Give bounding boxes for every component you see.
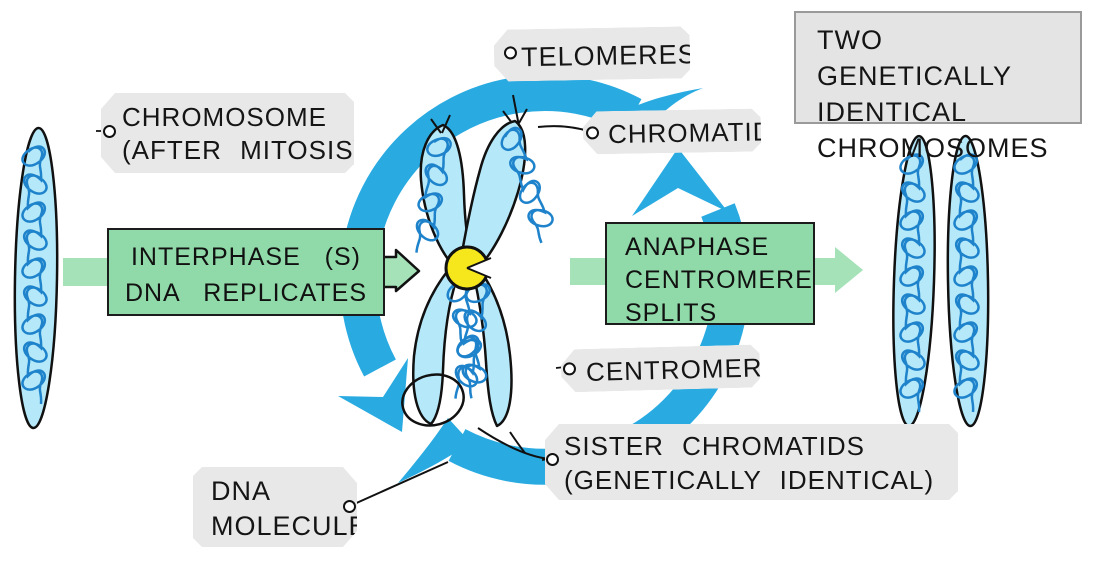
tag-hole-icon	[504, 46, 517, 59]
label-line: CHROMOSOMES	[817, 133, 1049, 163]
process-box-anaphase: ANAPHASE CENTROMERE SPLITS	[605, 222, 815, 327]
label-two-identical-chromosomes: TWO GENETICALLY IDENTICAL CHROMOSOMES	[794, 11, 1082, 163]
telomere-marks	[430, 94, 528, 134]
label-chromosome-after-mitosis: CHROMOSOME (AFTER MITOSIS)	[101, 93, 354, 173]
process-line: INTERPHASE (S)	[130, 243, 362, 271]
process-box-interphase: INTERPHASE (S) DNA REPLICATES	[107, 228, 385, 316]
cycle-arrow-bottom-tail	[398, 418, 470, 483]
label-line: MOLECULE	[211, 511, 368, 541]
label-line: CENTROMERE	[585, 351, 782, 387]
tag-hole-icon	[103, 125, 116, 138]
process-line: CENTROMERE	[625, 266, 813, 294]
tag-hole-icon	[343, 500, 356, 513]
label-chromatid: CHROMATID	[583, 108, 762, 154]
identical-chromosome-1	[892, 134, 936, 428]
label-line: DNA	[211, 476, 272, 506]
tag-hole-icon	[563, 362, 576, 375]
chromatid-arm-top-left	[419, 123, 476, 274]
single-chromosome	[13, 126, 59, 430]
label-line: SISTER CHROMATIDS	[564, 431, 865, 461]
centromere-shape	[444, 245, 492, 291]
cycle-arrowhead-left	[338, 358, 408, 432]
cycle-arrowhead-up	[632, 148, 728, 216]
process-line: DNA REPLICATES	[124, 279, 368, 307]
label-line: TWO GENETICALLY	[817, 25, 1013, 91]
label-dna-molecule: DNA MOLECULE	[193, 467, 357, 547]
label-line: CHROMOSOME	[122, 102, 327, 132]
label-line: TELOMERES	[520, 39, 697, 73]
anaphase-arrow-head	[835, 247, 863, 293]
label-telomeres: TELOMERES	[494, 26, 691, 81]
process-line: SPLITS	[625, 299, 718, 327]
chromatid-arm-bottom-left	[412, 266, 459, 426]
label-line: CHROMATID	[607, 116, 773, 150]
label-line: IDENTICAL	[817, 97, 968, 127]
label-line: (GENETICALLY IDENTICAL)	[564, 465, 935, 495]
tag-hole-icon	[546, 453, 559, 466]
label-sister-chromatids: SISTER CHROMATIDS (GENETICALLY IDENTICAL…	[545, 424, 958, 500]
chromatid-arm-top-right	[459, 119, 527, 266]
identical-chromosome-2	[946, 134, 990, 428]
label-centromere: CENTROMERE	[560, 344, 760, 392]
dna-molecule-lasso	[401, 373, 465, 427]
label-line: (AFTER MITOSIS)	[122, 135, 364, 165]
process-line: ANAPHASE	[625, 233, 770, 261]
tag-hole-icon	[586, 126, 599, 139]
